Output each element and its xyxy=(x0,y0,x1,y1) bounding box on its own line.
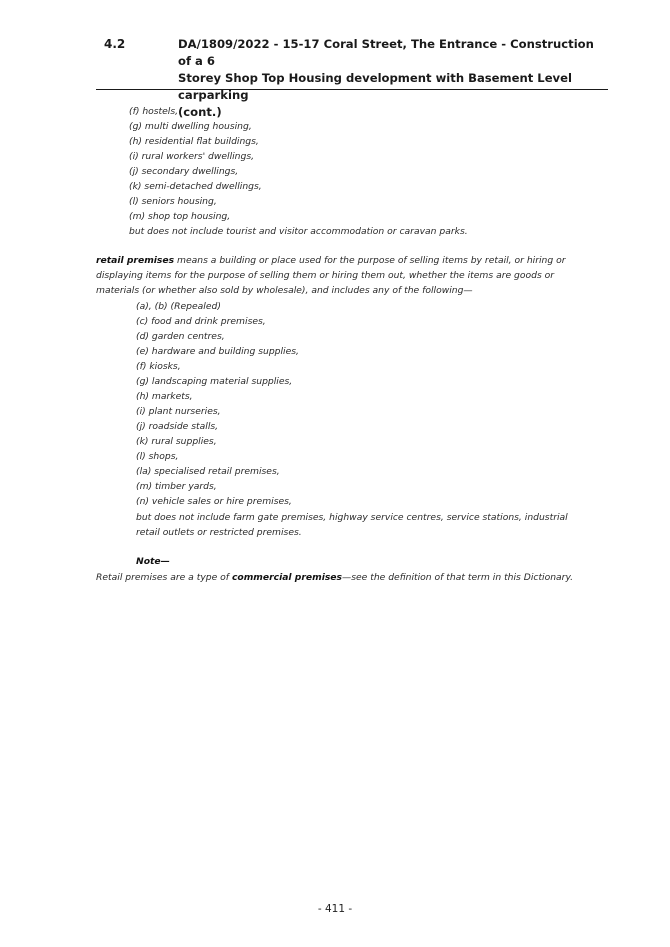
list-item: (la) specialised retail premises, xyxy=(136,466,280,477)
list-item: (j) roadside stalls, xyxy=(136,421,219,432)
list-item: (m) shop top housing, xyxy=(129,211,231,222)
header-divider xyxy=(96,89,608,90)
list-item: (m) timber yards, xyxy=(136,481,217,492)
list-item: (f) hostels, xyxy=(129,106,179,117)
item-number: 4.2 xyxy=(104,37,126,51)
note-text-after: —see the definition of that term in this… xyxy=(342,572,574,583)
list-item: (a), (b) (Repealed) xyxy=(136,301,221,312)
list-item: (g) multi dwelling housing, xyxy=(129,121,252,132)
list-item: (k) semi-detached dwellings, xyxy=(129,181,262,192)
definition-line: materials (or whether also sold by whole… xyxy=(96,285,473,296)
list-exclusion: but does not include farm gate premises,… xyxy=(136,512,568,523)
note-term: commercial premises xyxy=(231,572,343,583)
list-item: (d) garden centres, xyxy=(136,331,225,342)
list-item: (g) landscaping material supplies, xyxy=(136,376,293,387)
list-item: (h) markets, xyxy=(136,391,193,402)
list-item: (i) rural workers' dwellings, xyxy=(129,151,255,162)
item-header: 4.2 DA/1809/2022 - 15-17 Coral Street, T… xyxy=(0,36,670,119)
list-item: (l) shops, xyxy=(136,451,179,462)
list-exclusion: retail outlets or restricted premises. xyxy=(136,527,302,538)
definition-text: means a building or place used for the p… xyxy=(174,255,566,266)
definition-term: retail premises xyxy=(96,255,175,266)
note-heading: Note— xyxy=(136,556,170,567)
list-item: (k) rural supplies, xyxy=(136,436,217,447)
list-item: (e) hardware and building supplies, xyxy=(136,346,299,357)
list-item: (n) vehicle sales or hire premises, xyxy=(136,496,292,507)
item-title: DA/1809/2022 - 15-17 Coral Street, The E… xyxy=(178,37,594,119)
list-item: (c) food and drink premises, xyxy=(136,316,266,327)
list-item: (h) residential flat buildings, xyxy=(129,136,259,147)
note-text-before: Retail premises are a type of xyxy=(96,572,232,583)
list-item: (f) kiosks, xyxy=(136,361,181,372)
list-item: (l) seniors housing, xyxy=(129,196,217,207)
list-item: (j) secondary dwellings, xyxy=(129,166,239,177)
note-text: Retail premises are a type of commercial… xyxy=(96,570,573,585)
list-item: (i) plant nurseries, xyxy=(136,406,221,417)
page-number: - 411 - xyxy=(317,903,353,915)
list-exclusion: but does not include tourist and visitor… xyxy=(129,226,468,237)
definition-line: retail premises means a building or plac… xyxy=(96,253,566,268)
definition-line: displaying items for the purpose of sell… xyxy=(96,270,555,281)
